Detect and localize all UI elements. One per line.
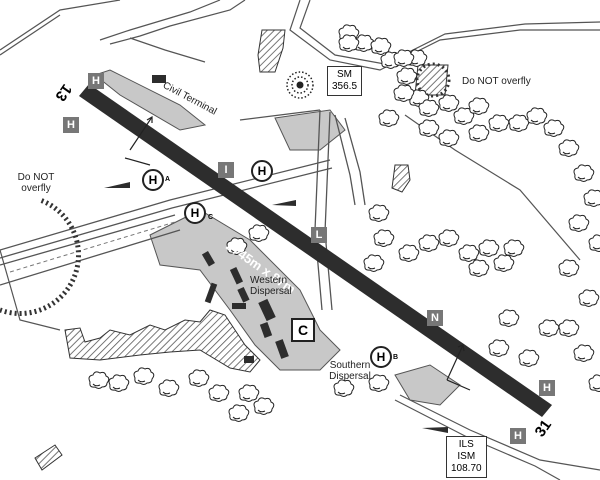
tree-icon <box>188 369 210 387</box>
western-dispersal-label: Western Dispersal <box>250 275 302 297</box>
hatched-areas <box>34 29 449 471</box>
tree-icon <box>508 114 530 132</box>
tree-icon <box>458 244 480 262</box>
tree-icon <box>493 254 515 272</box>
tree-icon <box>543 119 565 137</box>
ndb-icon <box>286 71 314 99</box>
southern-dispersal-label: Southern Dispersal <box>324 360 376 382</box>
no-overfly-boundaries <box>0 62 451 317</box>
ndb-frequency: 356.5 <box>332 81 358 92</box>
tree-icon <box>526 107 548 125</box>
hold-point-h-3: H <box>539 380 555 396</box>
ndb-info-box: SM 356.5 <box>327 66 363 96</box>
taxiway-centreline <box>9 221 176 273</box>
tree-icon <box>228 404 250 422</box>
tree-icon <box>438 94 460 112</box>
tree-icon <box>393 84 415 102</box>
tree-icon <box>558 139 580 157</box>
southern-dispersal-text: Southern Dispersal <box>329 360 371 382</box>
tree-icon <box>418 234 440 252</box>
tree-icon <box>88 371 110 389</box>
ils-label: ILS <box>458 439 474 450</box>
tree-icon <box>488 339 510 357</box>
hold-point-h-2: H <box>63 117 79 133</box>
helipad-b: H <box>370 346 392 368</box>
tree-icon <box>418 119 440 137</box>
tree-icon <box>578 289 600 307</box>
tree-icon <box>396 67 418 85</box>
tree-icon <box>573 344 595 362</box>
tree-icon <box>538 319 560 337</box>
tree-icon <box>253 397 275 415</box>
tree-icon <box>558 319 580 337</box>
tree-icon <box>558 259 580 277</box>
ils-info-box: ILS ISM 108.70 <box>446 436 487 478</box>
helipad-c-sub: C <box>208 214 214 221</box>
western-dispersal-text: Western Dispersal <box>250 275 292 297</box>
tree-icon <box>588 374 600 392</box>
ndb-ident: SM <box>337 69 353 80</box>
tree-icon <box>568 214 590 232</box>
tree-icon <box>488 114 510 132</box>
helipad-c: H <box>184 202 206 224</box>
tree-icon <box>398 244 420 262</box>
western-dispersal-stands <box>152 75 289 363</box>
tree-icon <box>468 97 490 115</box>
helipad-a-sub: A <box>165 176 171 183</box>
tree-icon <box>438 129 460 147</box>
tree-icon <box>573 164 595 182</box>
tree-icon <box>583 189 600 207</box>
tree-icon <box>518 349 540 367</box>
hold-point-i: I <box>218 162 234 178</box>
tree-icon <box>238 384 260 402</box>
no-overfly-left-label: Do NOT overfly <box>14 172 58 194</box>
helipad-b-sub: B <box>393 354 399 361</box>
tree-icon <box>158 379 180 397</box>
dispersal-marker-c: C <box>291 318 315 342</box>
hold-point-l: L <box>311 227 327 243</box>
helipad-a: H <box>142 169 164 191</box>
tree-icon <box>378 109 400 127</box>
tree-icon <box>393 49 415 67</box>
tree-icon <box>503 239 525 257</box>
ils-ident: ISM <box>457 451 476 462</box>
helipad-center: H <box>251 160 273 182</box>
tree-icon <box>108 374 130 392</box>
tree-icon <box>478 239 500 257</box>
no-overfly-right-label: Do NOT overfly <box>462 76 531 87</box>
windsock-icons <box>104 182 448 433</box>
tree-icon <box>498 309 520 327</box>
tree-icon <box>438 229 460 247</box>
ils-frequency: 108.70 <box>451 463 482 474</box>
tree-icon <box>333 379 355 397</box>
tree-icon <box>468 124 490 142</box>
hold-point-h-4: H <box>510 428 526 444</box>
tree-icon <box>208 384 230 402</box>
runway-strip <box>79 84 552 417</box>
tree-icon <box>588 234 600 252</box>
direction-arrows <box>124 115 471 391</box>
tree-icon <box>373 229 395 247</box>
tree-icon <box>248 224 270 242</box>
hold-point-h-1: H <box>88 73 104 89</box>
tree-icon <box>468 259 490 277</box>
tree-icon <box>368 204 390 222</box>
no-overfly-left-text: Do NOT overfly <box>17 172 55 194</box>
tree-icon <box>363 254 385 272</box>
tree-icon <box>133 367 155 385</box>
hold-point-n: N <box>427 310 443 326</box>
